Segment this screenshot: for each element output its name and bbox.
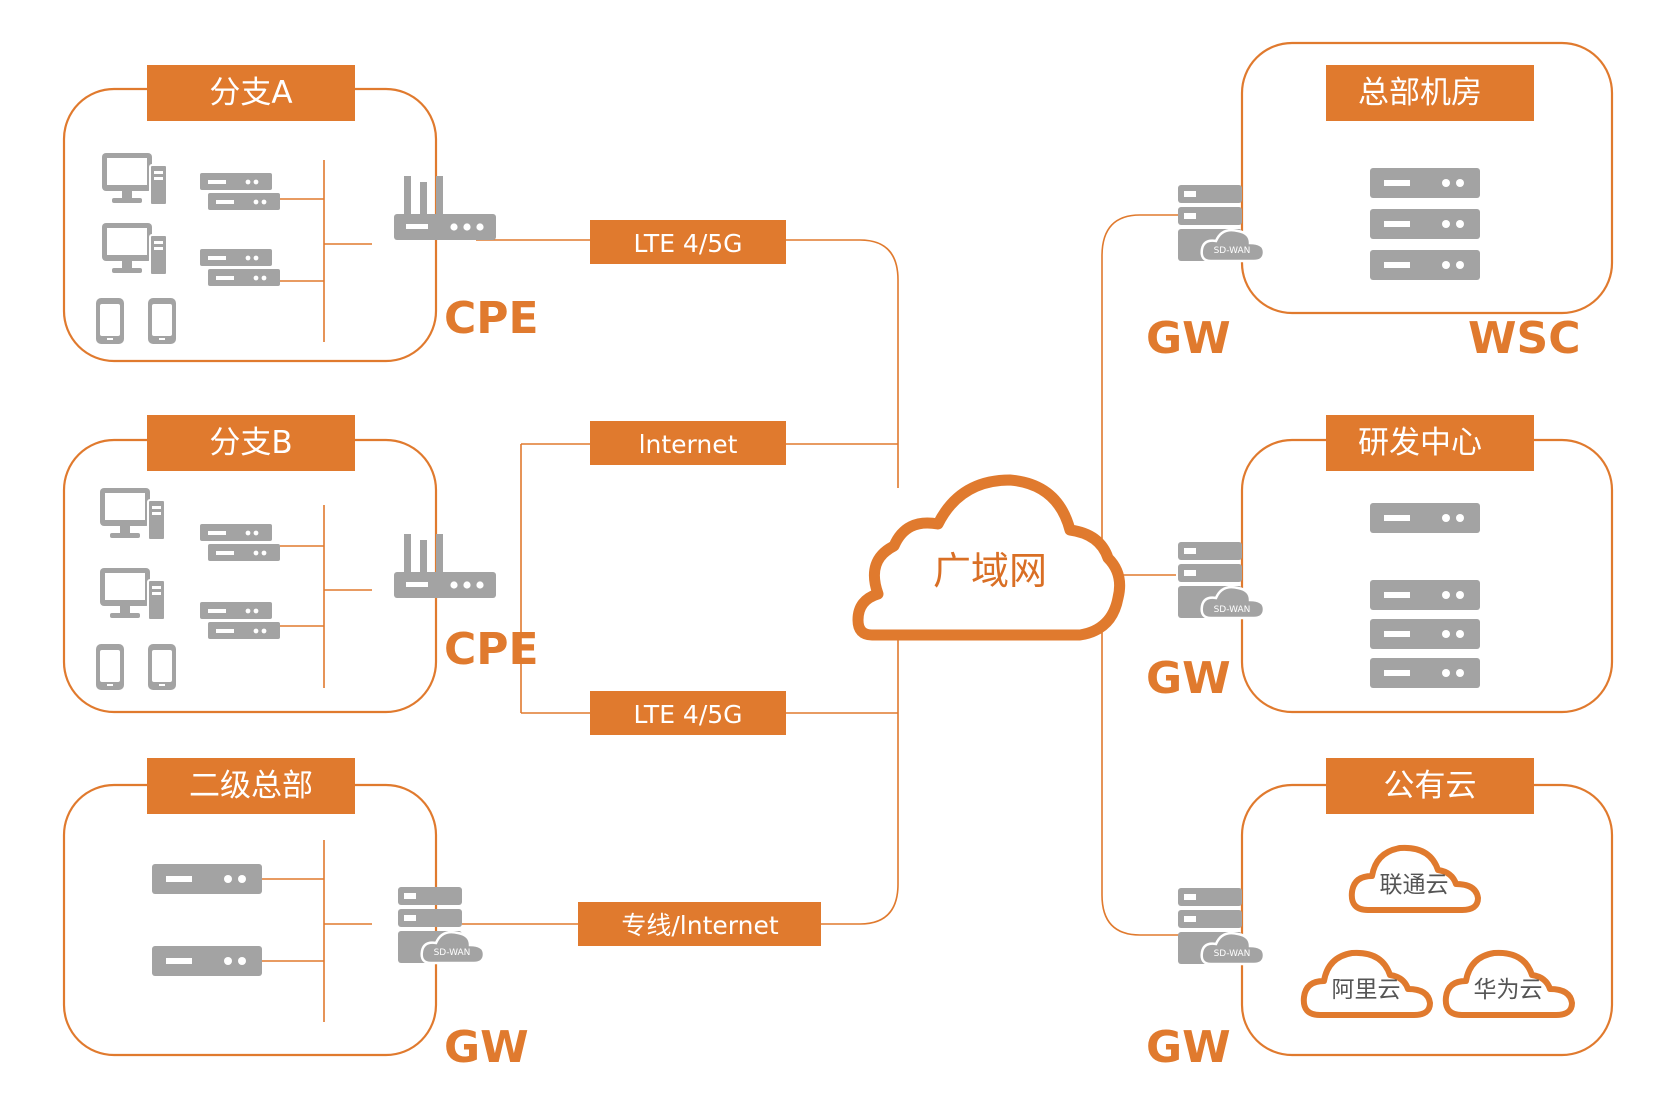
cloud-provider-icon xyxy=(1442,949,1575,1018)
server-icon xyxy=(1370,503,1480,533)
branch-a-title-tag xyxy=(147,65,355,121)
secondary-hq-title-tag xyxy=(147,758,355,814)
hq-room-title-tag xyxy=(1326,65,1534,121)
router-icon xyxy=(394,534,496,598)
public-cloud-provider: 阿里云 xyxy=(1332,977,1401,1003)
rd-center-panel: 研发中心 SD-WAN GW xyxy=(1146,415,1614,714)
hq-room-device-label: GW xyxy=(1146,313,1231,364)
secondary-hq-panel: 二级总部 SD-WAN GW xyxy=(62,758,529,1073)
link-tag xyxy=(578,902,821,946)
public-cloud-title-tag xyxy=(1326,758,1534,814)
public-cloud-provider: 华为云 xyxy=(1474,977,1543,1003)
public-cloud-provider: 联通云 xyxy=(1380,872,1449,898)
branch-a-title: 分支A xyxy=(209,75,292,111)
branch-a-panel: 分支A CPE xyxy=(62,65,539,363)
cloud-provider-icon xyxy=(1348,844,1481,913)
server-icon xyxy=(1370,168,1480,198)
server-icon xyxy=(1370,658,1480,688)
wan-cloud: 广域网 xyxy=(852,474,1126,641)
hq-room-panel: 总部机房 SD-WAN GW WSC xyxy=(1146,41,1614,364)
public-cloud-device-label: GW xyxy=(1146,1022,1231,1073)
sdwan-badge: SD-WAN xyxy=(1214,246,1251,256)
server-icon xyxy=(1370,580,1480,610)
router-icon xyxy=(394,176,496,240)
link-label-b-lte: LTE 4/5G xyxy=(633,700,742,729)
server-icon xyxy=(1370,619,1480,649)
secondary-hq-frame xyxy=(62,783,438,1057)
link-label-b-internet: lnternet xyxy=(639,430,738,459)
link-labels: LTE 4/5G lnternet LTE 4/5G 专线/lnternet xyxy=(578,220,821,946)
link-tag xyxy=(590,691,786,735)
server-icon xyxy=(152,864,262,894)
sdwan-badge: SD-WAN xyxy=(1214,949,1251,959)
branch-b-title: 分支B xyxy=(209,425,292,461)
link-label-a-lte: LTE 4/5G xyxy=(633,229,742,258)
phone-icon xyxy=(96,298,124,344)
server-icon xyxy=(152,946,262,976)
rd-center-device-label: GW xyxy=(1146,653,1231,704)
sdwan-badge: SD-WAN xyxy=(1214,605,1251,615)
link-tag xyxy=(590,220,786,264)
branch-a-device-label: CPE xyxy=(444,293,539,344)
link-label-hq-line: 专线/lnternet xyxy=(621,911,778,940)
phone-icon xyxy=(96,644,124,690)
public-cloud-panel: 公有云 联通云 阿里云 华为云 SD-WAN GW xyxy=(1146,758,1614,1073)
phone-icon xyxy=(148,298,176,344)
hq-room-site-label: WSC xyxy=(1468,313,1581,364)
rd-center-title-tag xyxy=(1326,415,1534,471)
rd-center-title: 研发中心 xyxy=(1358,425,1482,461)
server-icon xyxy=(1370,250,1480,280)
branch-b-panel: 分支B CPE xyxy=(62,415,539,714)
wan-cloud-shape xyxy=(852,474,1126,641)
sdwan-badge: SD-WAN xyxy=(434,948,471,958)
branch-b-title-tag xyxy=(147,415,355,471)
wan-label: 广域网 xyxy=(933,549,1047,593)
phone-icon xyxy=(148,644,176,690)
secondary-hq-title: 二级总部 xyxy=(189,768,313,804)
server-icon xyxy=(1370,209,1480,239)
hq-room-title: 总部机房 xyxy=(1358,75,1482,111)
secondary-hq-device-label: GW xyxy=(444,1022,529,1073)
cloud-provider-icon xyxy=(1300,949,1433,1018)
public-cloud-title: 公有云 xyxy=(1384,768,1477,804)
branch-b-device-label: CPE xyxy=(444,624,539,675)
link-tag xyxy=(590,421,786,465)
